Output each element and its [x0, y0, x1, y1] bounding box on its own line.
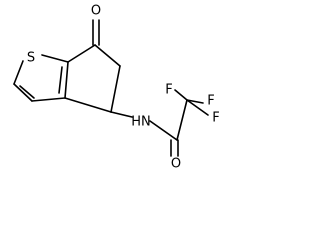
bond-c-cf3	[176, 99, 188, 141]
atom-ketone-oxygen: O	[91, 4, 101, 19]
atom-fluorine-2: F	[207, 94, 214, 109]
bond-s-c2	[13, 60, 24, 85]
bond-cf3-f2	[186, 99, 204, 104]
bond-c3a-c6a	[64, 61, 69, 99]
bond-c4-n	[110, 111, 133, 118]
atom-amide-oxygen: O	[171, 157, 181, 172]
bond-c3a-c6a-inner	[58, 66, 63, 94]
bond-c6a-c6	[67, 44, 96, 63]
bond-c2-c3	[13, 83, 33, 102]
atom-fluorine-3: F	[212, 111, 219, 126]
bond-n-c	[149, 120, 178, 141]
bond-c4-c3a	[64, 97, 112, 113]
bond-c2-c3-inner	[19, 85, 35, 99]
bonds	[13, 19, 209, 157]
atom-fluorine-1: F	[165, 83, 172, 98]
bond-c6a-s	[41, 54, 69, 63]
bond-c5-c4	[110, 65, 121, 113]
atom-labels: S O HN O F F F	[27, 4, 220, 172]
molecule-structure: S O HN O F F F	[13, 4, 220, 172]
bond-cf3-f3	[186, 99, 209, 116]
atom-sulfur: S	[27, 51, 35, 66]
bond-c6-c5	[94, 44, 121, 67]
atom-amide-nitrogen: HN	[131, 115, 151, 130]
bond-cf3-f1	[174, 89, 188, 101]
bond-c3-c3a	[31, 97, 66, 102]
